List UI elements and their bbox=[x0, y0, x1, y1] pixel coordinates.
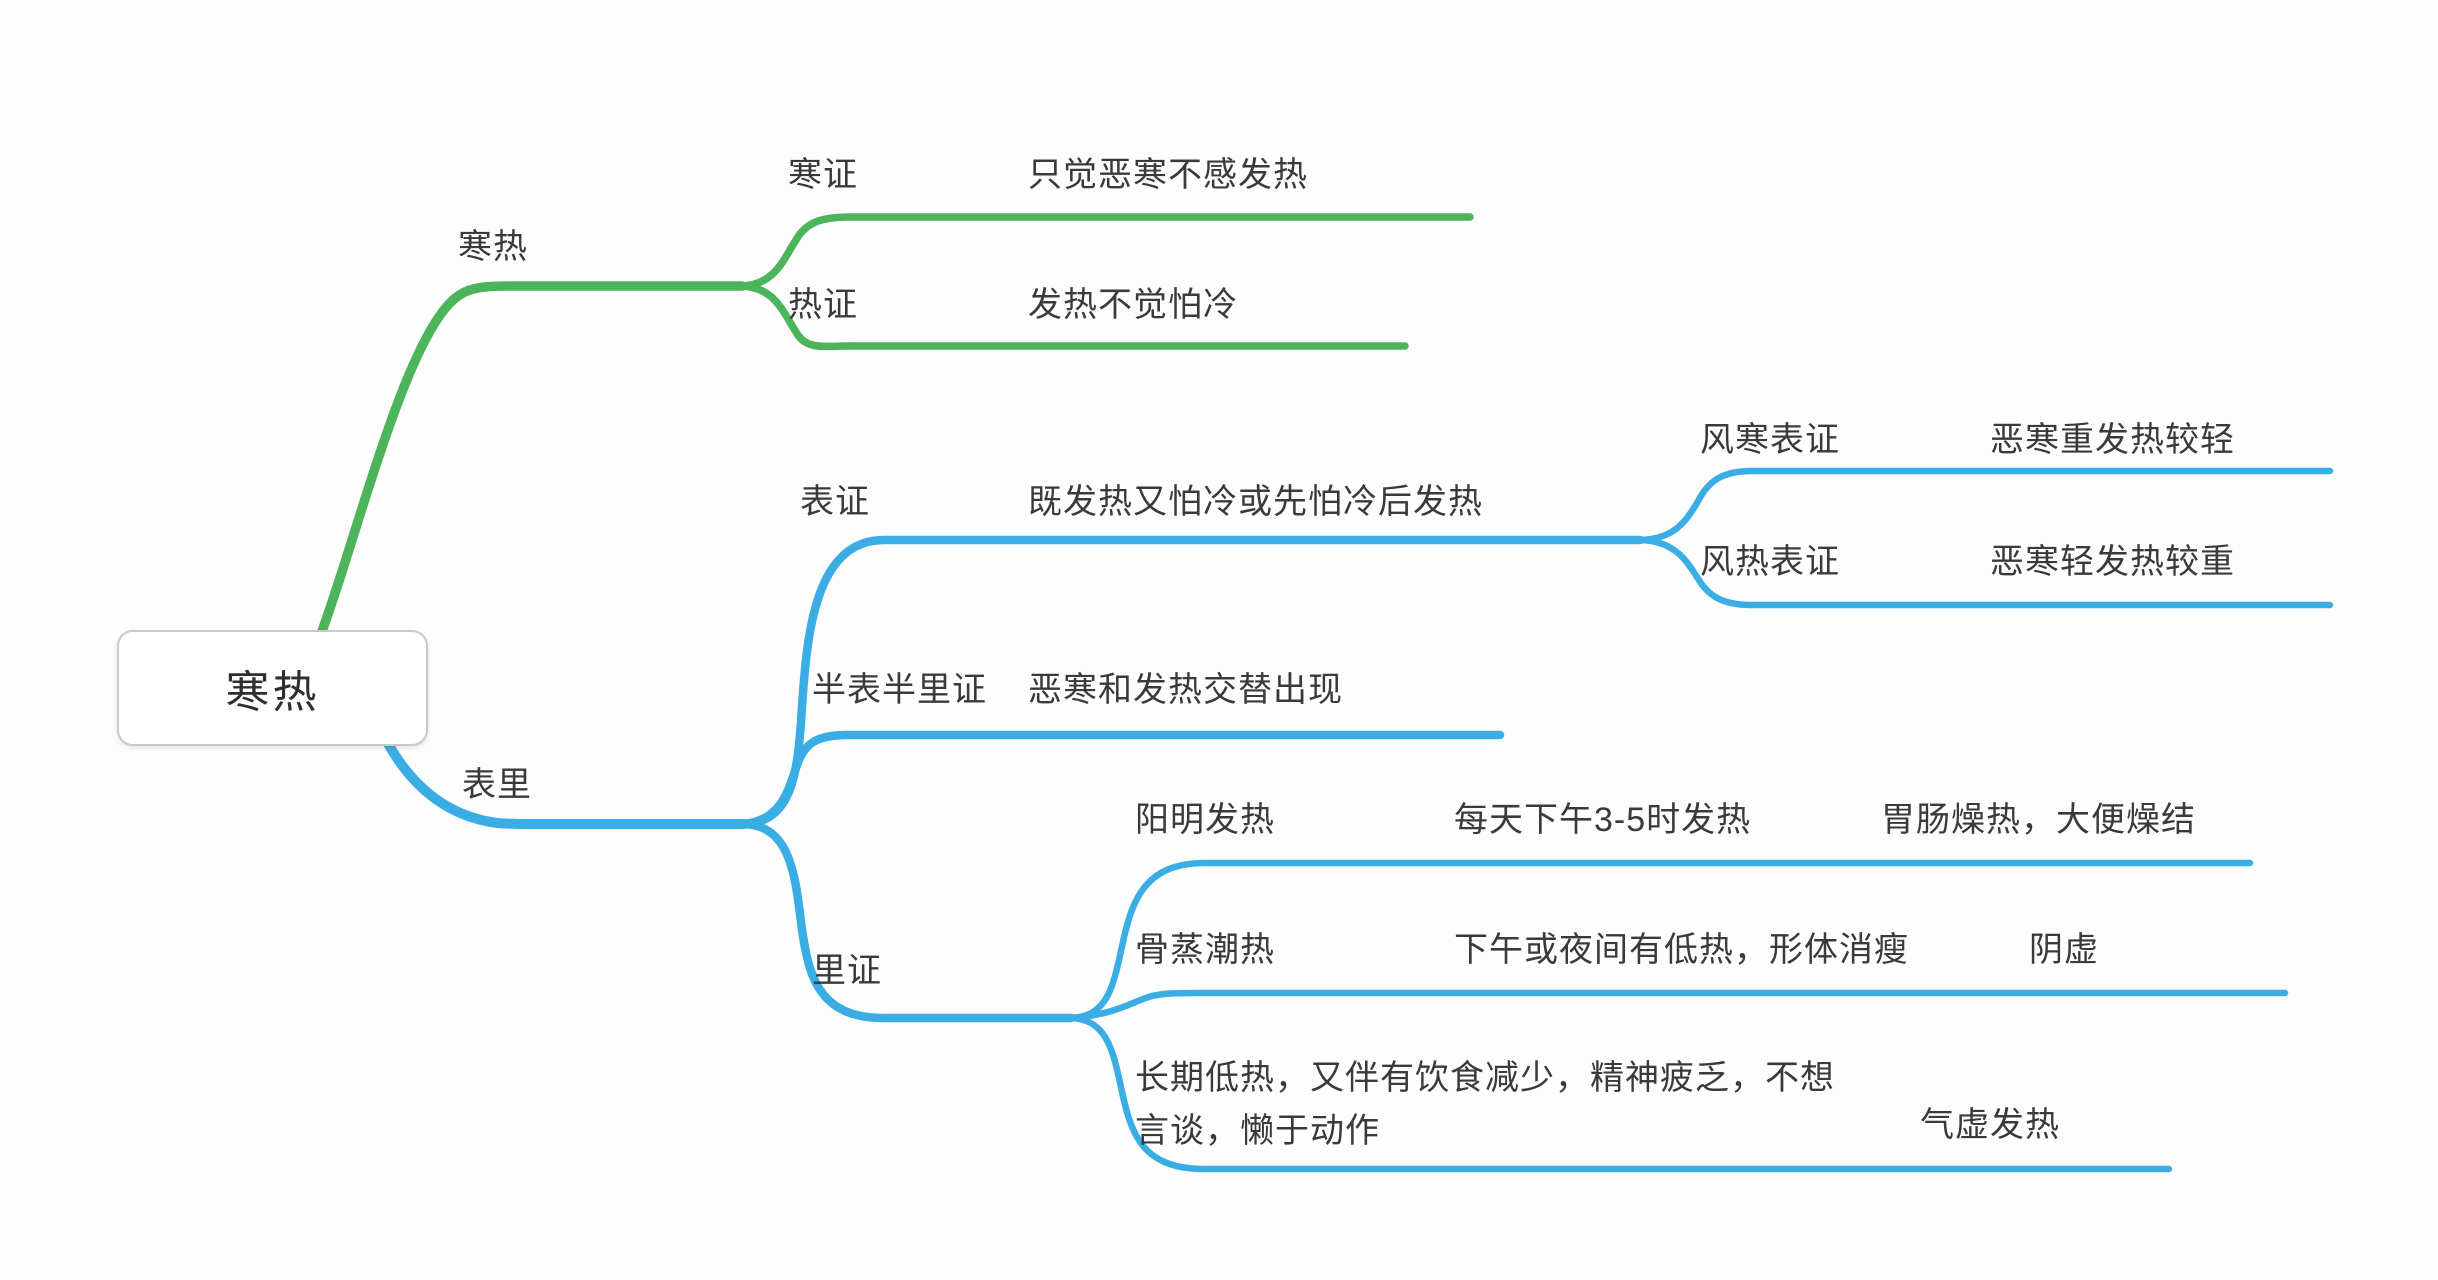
edge-root-to-hanre bbox=[312, 281, 747, 650]
note-qixu-fare[interactable]: 气虚发热 bbox=[1920, 1106, 2060, 1144]
note-yangming-fare[interactable]: 胃肠燥热，大便燥结 bbox=[1881, 801, 2196, 839]
desc-banbiaobanli[interactable]: 恶寒和发热交替出现 bbox=[1028, 671, 1343, 709]
desc-fengre-biaozheng[interactable]: 恶寒轻发热较重 bbox=[1990, 543, 2235, 581]
desc-guzheng-chaore[interactable]: 下午或夜间有低热，形体消瘦 bbox=[1454, 931, 1909, 969]
edge-biaoli-to-lizheng bbox=[737, 819, 1076, 1023]
note-guzheng-chaore[interactable]: 阴虚 bbox=[2029, 931, 2099, 969]
topic-biaozheng[interactable]: 表证 bbox=[800, 483, 870, 521]
desc-fenghan-biaozheng[interactable]: 恶寒重发热较轻 bbox=[1990, 421, 2235, 459]
edge-hanre-to-rezheng bbox=[736, 282, 1409, 351]
desc-yangming-fare[interactable]: 每天下午3-5时发热 bbox=[1454, 801, 1752, 839]
topic-lizheng[interactable]: 里证 bbox=[812, 952, 882, 990]
desc-biaozheng[interactable]: 既发热又怕冷或先怕冷后发热 bbox=[1028, 483, 1483, 521]
root-topic[interactable]: 寒热 bbox=[117, 630, 428, 746]
topic-banbiaobanli[interactable]: 半表半里证 bbox=[812, 671, 987, 709]
edge-biaozheng-to-fenghan bbox=[1634, 467, 2334, 544]
topic-hanre[interactable]: 寒热 bbox=[458, 228, 528, 266]
topic-guzheng-chaore[interactable]: 骨蒸潮热 bbox=[1135, 931, 1275, 969]
edge-lizheng-to-guzheng bbox=[1065, 989, 2289, 1022]
desc-hanzheng[interactable]: 只觉恶寒不感发热 bbox=[1028, 156, 1308, 194]
edge-hanre-to-hanzheng bbox=[736, 213, 1474, 290]
edge-biaoli-to-banbiaobanli bbox=[737, 730, 1505, 829]
edge-biaozheng-to-fengre bbox=[1634, 536, 2334, 609]
topic-changqi-dire[interactable]: 长期低热，又伴有饮食减少，精神疲乏，不想言谈，懒于动作 bbox=[1135, 1059, 1835, 1150]
topic-fengre-biaozheng[interactable]: 风热表证 bbox=[1700, 543, 1840, 581]
topic-yangming-fare[interactable]: 阳明发热 bbox=[1135, 801, 1275, 839]
topic-hanzheng[interactable]: 寒证 bbox=[788, 156, 858, 194]
topic-fenghan-biaozheng[interactable]: 风寒表证 bbox=[1700, 421, 1840, 459]
desc-rezheng[interactable]: 发热不觉怕冷 bbox=[1028, 286, 1238, 324]
edge-lizheng-to-yangming bbox=[1065, 859, 2254, 1022]
topic-biaoli[interactable]: 表里 bbox=[462, 766, 532, 804]
edge-lizheng-to-qixu bbox=[1065, 1014, 2173, 1173]
topic-rezheng[interactable]: 热证 bbox=[788, 286, 858, 324]
root-topic-label: 寒热 bbox=[225, 668, 320, 717]
edge-root-to-biaoli bbox=[381, 735, 749, 829]
